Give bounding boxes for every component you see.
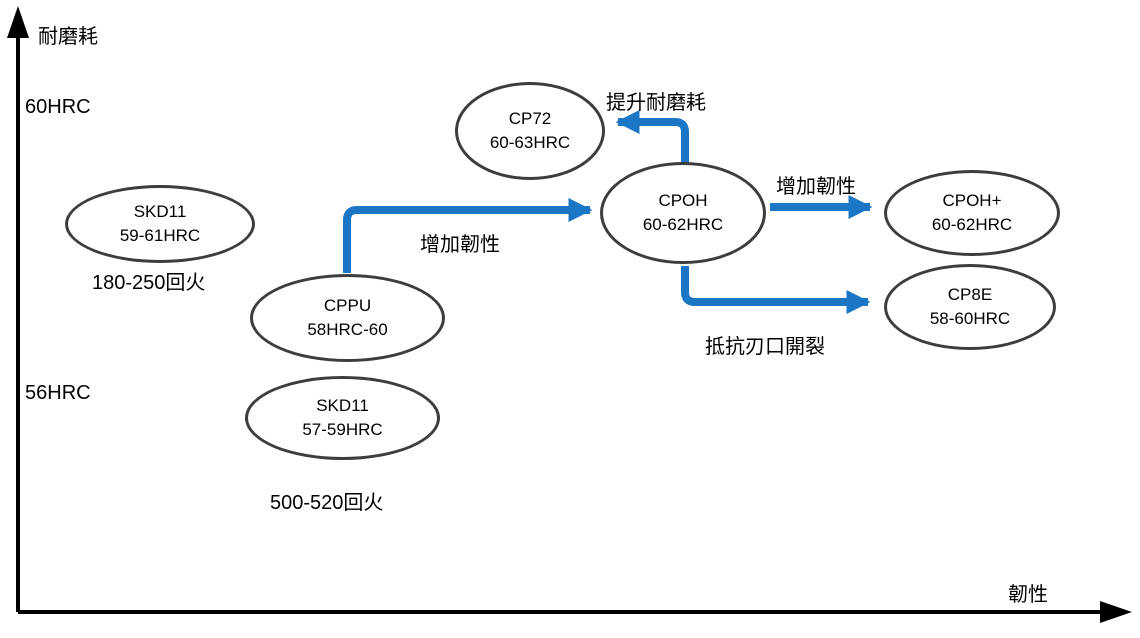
y-axis-arrowhead-icon [7, 6, 29, 38]
annotation-temper-500-520: 500-520回火 [270, 492, 384, 514]
node-skd11-bottom-subtitle: 57-59HRC [302, 420, 383, 439]
node-cpoh-title: CPOH [658, 191, 708, 211]
node-cp72-title: CP72 [508, 109, 552, 129]
node-cpoh-subtitle: 60-62HRC [642, 215, 724, 234]
node-skd11-bottom: SKD11 57-59HRC [245, 376, 440, 460]
annotation-temper-180-250: 180-250回火 [92, 272, 206, 294]
node-skd11-top-title: SKD11 [133, 202, 187, 222]
node-skd11-bottom-title: SKD11 [316, 396, 369, 416]
node-cppu-title: CPPU [323, 296, 372, 316]
node-cp72-subtitle: 60-63HRC [489, 133, 571, 152]
node-cpoh: CPOH 60-62HRC [600, 162, 766, 264]
node-cp72: CP72 60-63HRC [455, 82, 605, 180]
x-axis-arrowhead-icon [1100, 601, 1132, 623]
arrow-cpoh-to-cp72 [615, 110, 689, 163]
arrow-cpoh-to-cp8e [681, 266, 871, 314]
y-axis-label: 耐磨耗 [38, 26, 98, 48]
node-cpoh-plus-title: CPOH+ [942, 191, 1002, 211]
arrow-cppu-to-cpoh [343, 198, 593, 273]
arrow-label-cpoh-to-cp72: 提升耐磨耗 [606, 92, 706, 114]
node-cp8e-subtitle: 58-60HRC [929, 309, 1011, 328]
node-cp8e-title: CP8E [947, 285, 993, 305]
node-cpoh-plus: CPOH+ 60-62HRC [884, 170, 1060, 256]
y-tick-56hrc: 56HRC [25, 382, 91, 404]
arrow-label-cpoh-to-cp8e: 抵抗刃口開裂 [705, 336, 825, 358]
arrow-label-cppu-to-cpoh: 增加韌性 [420, 234, 500, 256]
node-cppu: CPPU 58HRC-60 [250, 274, 445, 362]
node-cp8e: CP8E 58-60HRC [884, 264, 1056, 350]
node-skd11-top-subtitle: 59-61HRC [119, 226, 201, 245]
y-tick-60hrc: 60HRC [25, 96, 91, 118]
node-cppu-subtitle: 58HRC-60 [307, 320, 388, 339]
node-cpoh-plus-subtitle: 60-62HRC [931, 215, 1013, 234]
arrow-label-cpoh-to-cpoh-plus: 增加韌性 [776, 176, 856, 198]
x-axis-label: 韌性 [1008, 584, 1048, 606]
node-skd11-top: SKD11 59-61HRC [65, 185, 255, 263]
